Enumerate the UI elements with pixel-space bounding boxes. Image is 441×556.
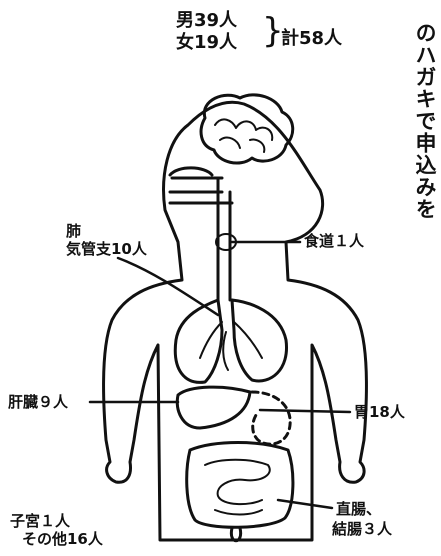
label-lung-count: 気管支10人 [66, 240, 147, 258]
label-liver: 肝臓９人 [8, 393, 68, 411]
male-count: 男39人 [176, 10, 237, 32]
female-count: 女19人 [176, 32, 237, 54]
mouth [170, 168, 222, 192]
label-colon-line1: 直腸、 [336, 500, 381, 518]
label-other-line2: その他16人 [22, 530, 103, 548]
liver [177, 387, 250, 428]
body-outline [104, 102, 367, 540]
brain-folds [215, 119, 272, 152]
bronchi [200, 322, 262, 370]
label-stomach: 胃18人 [354, 403, 405, 421]
stomach [252, 392, 290, 444]
label-colon-line2: 結腸３人 [332, 520, 392, 538]
left-lung [232, 300, 287, 381]
label-lung-title: 肺 [66, 222, 81, 240]
vertical-caption: のハガキで申込みを [402, 22, 438, 322]
label-other-line1: 子宮１人 [10, 512, 70, 530]
patient-counts: 男39人 女19人 [176, 10, 237, 54]
total-count: 計58人 [281, 24, 342, 50]
label-esophagus: 食道１人 [304, 232, 364, 250]
small-intestine [205, 460, 270, 515]
